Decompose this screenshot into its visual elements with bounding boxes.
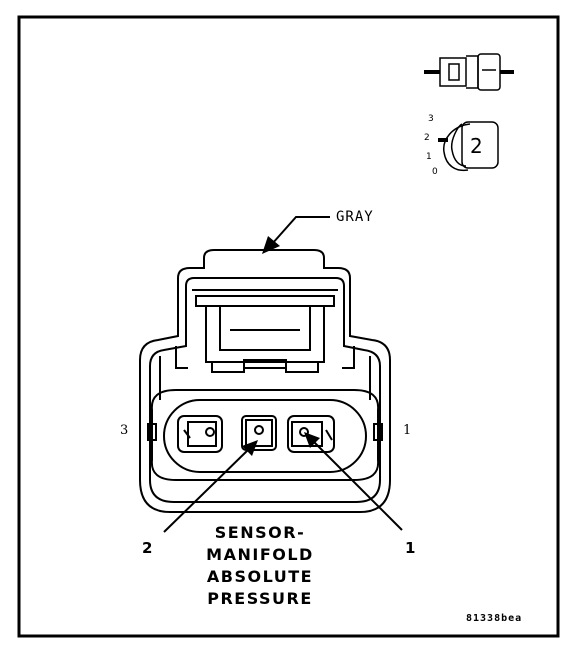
cavity-3: [177, 415, 223, 453]
orientation-scale-2: 2: [424, 133, 430, 143]
orientation-scale-0: 0: [432, 167, 438, 177]
figure-code: 81338bea: [466, 613, 523, 624]
orientation-key-icon: [438, 121, 499, 172]
pin-2-leader: [163, 440, 258, 533]
orientation-scale-1: 1: [426, 152, 432, 162]
orientation-scale-3: 3: [428, 114, 434, 124]
pin-1-leader: [304, 432, 403, 531]
color-leader: [262, 216, 330, 254]
cavity-1: [287, 415, 335, 453]
pin-2-callout: 2: [142, 539, 153, 557]
title-line: MANIFOLD: [206, 545, 314, 564]
cavity-2: [241, 415, 277, 451]
connector-side-icon: [424, 53, 514, 91]
cavity-1-number: 1: [403, 423, 412, 438]
cavity-3-number: 3: [120, 423, 129, 438]
orientation-digit: 2: [470, 134, 483, 158]
title-line: PRESSURE: [207, 589, 313, 608]
title-line: SENSOR-: [214, 523, 306, 542]
pin-1-callout: 1: [405, 539, 416, 557]
connector-title: SENSOR- MANIFOLD ABSOLUTE PRESSURE: [180, 522, 340, 610]
connector-housing: [139, 249, 391, 513]
wire-color-label: GRAY: [336, 209, 374, 225]
title-line: ABSOLUTE: [206, 567, 314, 586]
diagram-border: [17, 15, 560, 638]
